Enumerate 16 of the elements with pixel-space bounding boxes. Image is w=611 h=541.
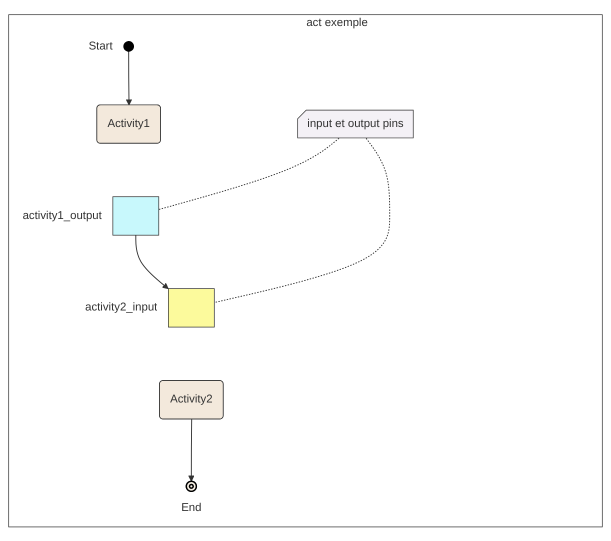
note-box: input et output pins xyxy=(297,110,414,138)
node-caption: activity1_output xyxy=(22,209,102,222)
node-caption: End xyxy=(181,501,202,514)
pin-square xyxy=(112,196,160,236)
arrow xyxy=(188,418,194,482)
arrow xyxy=(135,234,169,289)
node-caption: activity2_input xyxy=(85,301,158,314)
pin-square xyxy=(168,288,215,328)
node-caption: Start xyxy=(88,40,113,52)
dashed-line xyxy=(214,138,390,303)
final-node xyxy=(186,480,198,492)
initial-node xyxy=(123,40,134,52)
dashed-line xyxy=(158,138,340,210)
arrow xyxy=(126,50,132,106)
activity-box: Activity2 xyxy=(159,380,224,420)
activity-box: Activity1 xyxy=(96,104,161,144)
